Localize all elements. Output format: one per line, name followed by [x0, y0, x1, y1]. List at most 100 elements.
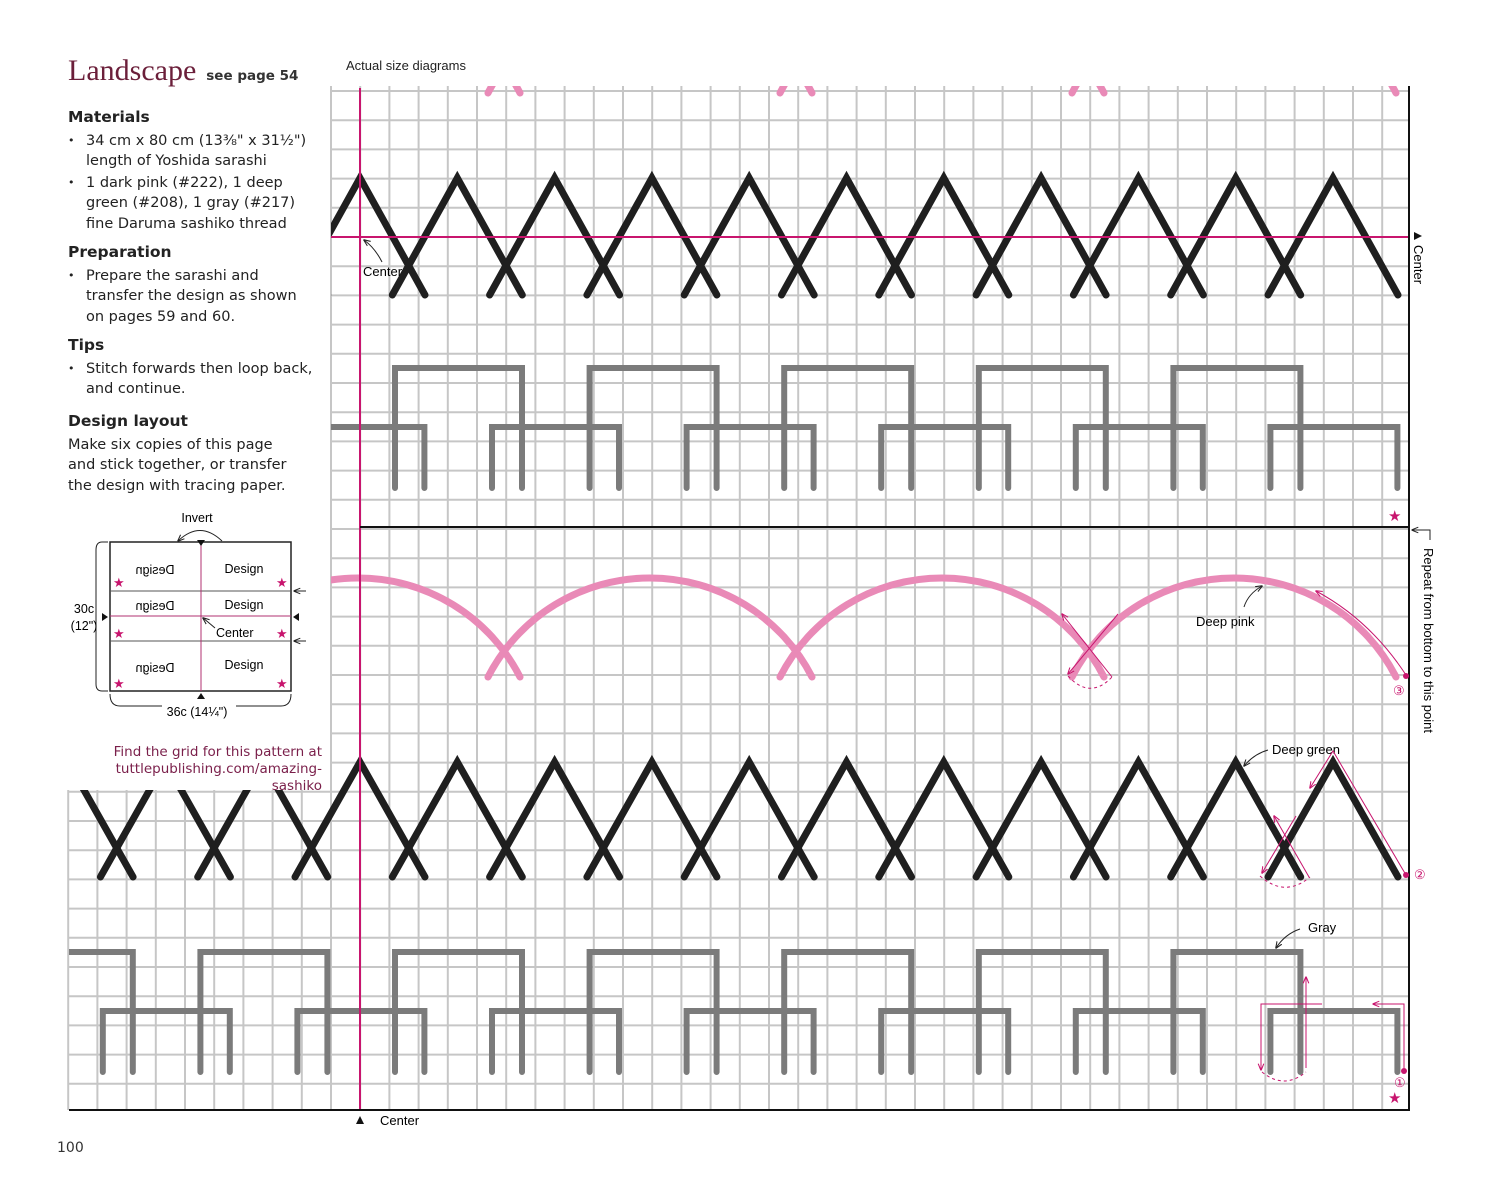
- gray-stitch: [878, 424, 1012, 491]
- width-label: 36c (14¼"): [167, 705, 228, 719]
- zigzag-stitch: [1069, 754, 1207, 881]
- gray-stitch: [1072, 1008, 1206, 1075]
- layout-diagram: Invert Design Design Design Design Desig…: [71, 511, 306, 719]
- zigzag-stitch: [1167, 170, 1305, 299]
- see-page-reference: see page 54: [206, 68, 299, 84]
- preparation-heading: Preparation: [68, 243, 172, 261]
- pointer-arrow-icon: [1243, 586, 1262, 608]
- gray-stitch: [683, 424, 817, 491]
- design-layout-text: Make six copies of this page and stick t…: [68, 436, 287, 494]
- design-mirrored: Design: [136, 563, 175, 577]
- gray-stitch: [69, 365, 136, 491]
- design-mirrored: Design: [136, 599, 175, 613]
- design-label: Design: [225, 562, 264, 576]
- step-arrow-icon: [1062, 614, 1113, 678]
- zigzag-stitch: [486, 170, 624, 299]
- pointer-arrow-icon: [1244, 749, 1269, 766]
- star-icon: ★: [113, 575, 125, 590]
- title-text: Landscape: [68, 54, 197, 87]
- gray-label: Gray: [1308, 920, 1337, 935]
- gray-stitch: [0, 427, 35, 488]
- zigzag-stitch: [972, 754, 1110, 881]
- pink-arc-stitch: [776, 574, 1108, 681]
- page-title: Landscape see page 54: [68, 54, 298, 88]
- zigzag-stitch: [583, 754, 721, 881]
- deep-green-label: Deep green: [1272, 742, 1340, 757]
- deep-pink-label: Deep pink: [1196, 614, 1255, 629]
- step-arrow-icon: [1316, 591, 1407, 676]
- list-item: Stitch forwards then loop back, and cont…: [68, 359, 318, 400]
- zigzag-stitch: [778, 170, 915, 299]
- zigzag-stitch: [875, 170, 1013, 299]
- annotations: Center Center Repeat from bottom to this…: [356, 232, 1436, 1128]
- design-label: Design: [225, 598, 264, 612]
- zigzag-stitch: [680, 170, 818, 299]
- pink-arc-stitch: [1068, 574, 1400, 681]
- link-line-2[interactable]: tuttlepublishing.com/amazing-sashiko: [115, 761, 322, 794]
- zigzag-stitch: [778, 754, 915, 881]
- pink-arc-stitch: [776, 86, 1108, 97]
- repeat-label: Repeat from bottom to this point: [1421, 548, 1436, 733]
- gray-stitch: [99, 424, 233, 491]
- step-arrow-icon: [1262, 815, 1297, 873]
- frame-lines: [69, 86, 1410, 1111]
- list-item: 34 cm x 80 cm (13⅜" x 31½") length of Yo…: [68, 131, 318, 172]
- zigzag-stitch: [194, 170, 332, 299]
- zigzag-stitch: [583, 170, 721, 299]
- pink-arc-stitch: [484, 574, 816, 681]
- diagram-heading: Actual size diagrams: [346, 58, 466, 73]
- height-inches-label: (12"): [71, 619, 98, 633]
- center-marker-icon: [1414, 232, 1422, 240]
- center-label: Center: [216, 626, 254, 640]
- grid-link[interactable]: Find the grid for this pattern at tuttle…: [70, 744, 322, 795]
- pink-arc-stitch: [192, 86, 524, 97]
- design-label: Design: [225, 658, 264, 672]
- step-arrow-icon: [1068, 613, 1119, 674]
- step-arrow-icon: [1274, 816, 1310, 878]
- gray-stitch: [99, 1008, 233, 1075]
- loop-dashed: [1261, 1071, 1307, 1082]
- design-layout-heading: Design layout: [68, 412, 188, 430]
- star-icon: ★: [276, 575, 288, 590]
- step-3-marker: ③: [1393, 683, 1405, 698]
- gray-stitch: [683, 1008, 817, 1075]
- list-item: Prepare the sarashi and transfer the des…: [68, 266, 318, 328]
- design-layout-section: Design layout Make six copies of this pa…: [68, 411, 300, 496]
- star-icon: ★: [113, 676, 125, 691]
- zigzag-stitch: [1069, 170, 1207, 299]
- zigzag-stitch: [96, 170, 234, 299]
- stitch-patterns: [0, 86, 1402, 1075]
- zigzag-stitch: [486, 754, 624, 881]
- star-icon: ★: [276, 676, 288, 691]
- pink-arc-stitch: [484, 86, 816, 97]
- zigzag-stitch: [1167, 754, 1305, 881]
- design-mirrored: Design: [136, 661, 175, 675]
- repeat-arrow-icon: [1412, 530, 1431, 540]
- center-bottom-label: Center: [380, 1113, 420, 1128]
- star-icon: ★: [113, 626, 125, 641]
- gray-stitch: [489, 1008, 622, 1075]
- star-icon: ★: [276, 626, 288, 641]
- step-2-marker: ②: [1414, 867, 1426, 882]
- tips-section: Tips Stitch forwards then loop back, and…: [68, 335, 318, 401]
- pointer-arrow-icon: [1276, 928, 1301, 948]
- step-arrow-icon: [1310, 750, 1407, 876]
- gray-stitch: [0, 1011, 35, 1072]
- center-right-label: Center: [1411, 245, 1426, 285]
- tips-heading: Tips: [68, 336, 105, 354]
- page-number: 100: [57, 1140, 84, 1156]
- center-pointer-arrow-icon: [364, 240, 383, 263]
- zigzag-stitch: [1264, 170, 1402, 299]
- star-icon: ★: [1388, 508, 1401, 525]
- preparation-section: Preparation Prepare the sarashi and tran…: [68, 242, 318, 328]
- gray-stitch: [1267, 1008, 1401, 1075]
- invert-arrow-icon: [178, 530, 223, 542]
- zigzag-stitch: [972, 170, 1110, 299]
- invert-label: Invert: [181, 511, 213, 525]
- zigzag-stitch: [680, 754, 818, 881]
- grid: [67, 86, 1409, 1110]
- height-label: 30c: [74, 602, 94, 616]
- zigzag-stitch: [69, 170, 137, 299]
- gray-stitch: [197, 365, 331, 491]
